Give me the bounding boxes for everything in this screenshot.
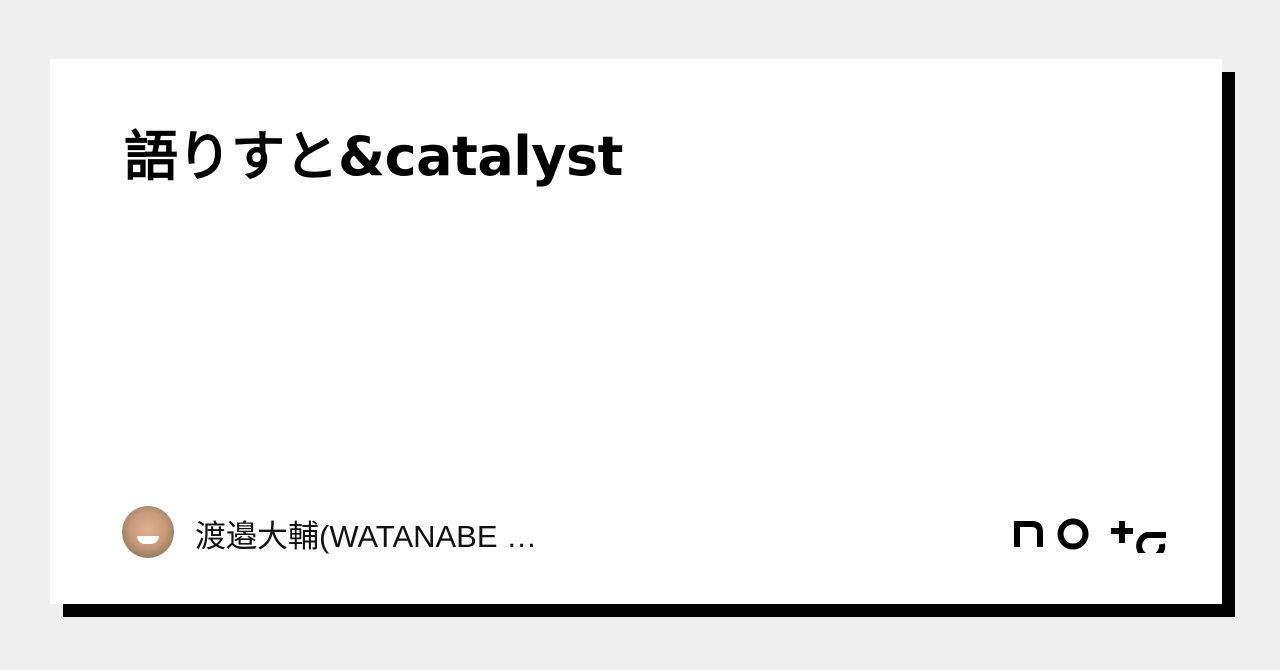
author-avatar (122, 506, 174, 558)
article-title: 語りすと&catalyst (124, 125, 623, 188)
author-name: 渡邉大輔(WATANABE … (195, 519, 538, 554)
article-card[interactable]: 語りすと&catalyst 渡邉大輔(WATANABE … (50, 59, 1222, 604)
note-logo (1014, 518, 1166, 553)
